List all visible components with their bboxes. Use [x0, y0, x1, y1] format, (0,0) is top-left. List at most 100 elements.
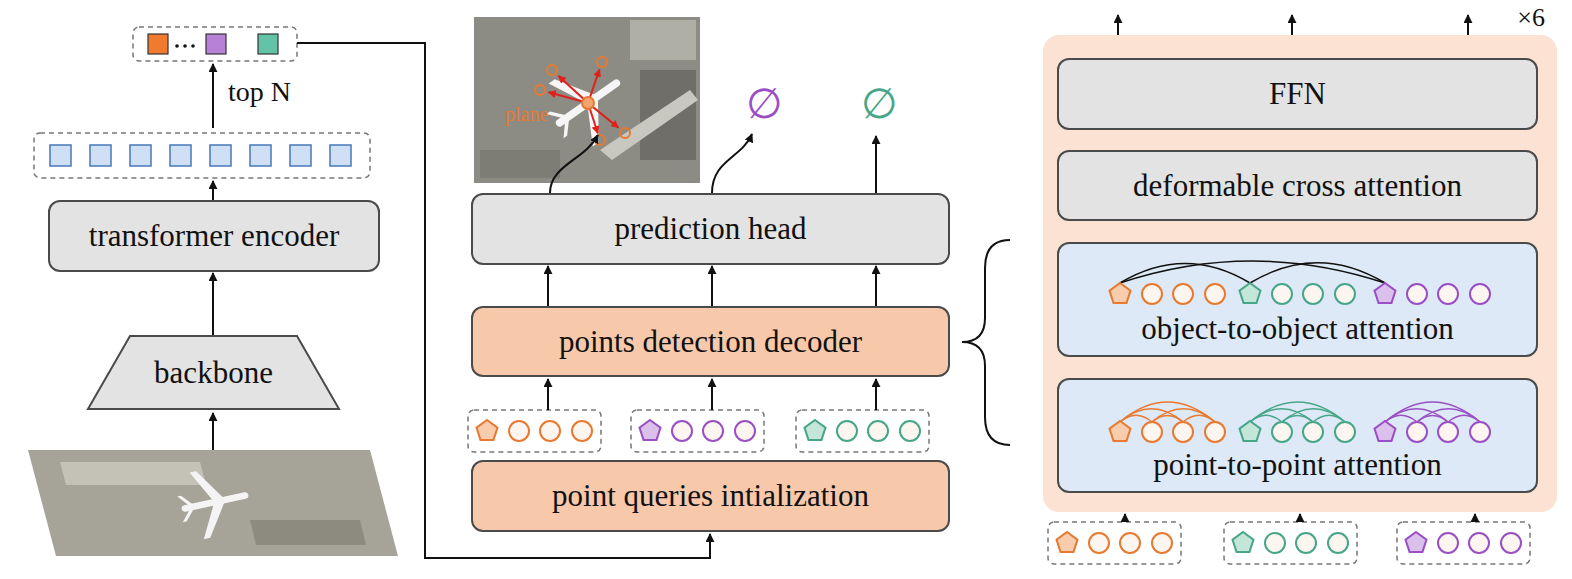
keypoint	[535, 85, 545, 95]
query-group-box	[1397, 522, 1530, 564]
attention-arc	[1120, 261, 1385, 283]
query-pentagon	[1375, 283, 1396, 303]
query-circle	[735, 421, 755, 441]
token-row-box	[133, 27, 297, 61]
query-circle	[572, 421, 592, 441]
query-circle	[1265, 533, 1285, 553]
apron	[250, 520, 366, 545]
token-square	[50, 145, 71, 166]
apron	[480, 150, 560, 178]
query-circle	[1501, 533, 1521, 553]
query-circle	[1089, 533, 1109, 553]
plane-tail	[556, 119, 576, 138]
box-label: deformable cross attention	[1133, 168, 1462, 204]
step-label: top N	[228, 76, 291, 107]
terminal-building	[60, 462, 206, 485]
query-circle	[1335, 422, 1355, 442]
box-label: point queries intialization	[552, 478, 869, 514]
query-circle	[1438, 533, 1458, 553]
arrow	[875, 379, 877, 410]
query-circle	[1152, 533, 1172, 553]
init-box: point queries intialization	[471, 460, 950, 532]
label-holder: ∅	[861, 80, 898, 128]
decoder-box: points detection decoder	[471, 306, 950, 377]
token-square	[170, 145, 191, 166]
query-pentagon	[1057, 532, 1078, 552]
ellipsis-dot	[183, 44, 187, 48]
query-pentagon	[1110, 283, 1131, 303]
decoder-layer-panel: ×6FFNdeformable cross attentionobject-to…	[1043, 35, 1557, 512]
query-circle	[1303, 422, 1323, 442]
query-circle	[900, 421, 920, 441]
arrow	[1117, 15, 1119, 35]
plane-figure	[533, 49, 642, 157]
keypoint	[620, 128, 630, 138]
query-circle	[509, 421, 529, 441]
attention-arc	[1448, 415, 1480, 422]
box-label: point-to-point attention	[1153, 447, 1441, 483]
terminal-building	[630, 20, 696, 60]
arrow	[875, 136, 877, 193]
arrow	[1124, 514, 1126, 520]
query-circle	[1205, 422, 1225, 442]
token-row-box	[34, 133, 370, 178]
arrow-connector	[547, 266, 549, 306]
token-square	[290, 145, 311, 166]
attention-arc	[1313, 415, 1345, 422]
query-circle	[1470, 422, 1490, 442]
arrow	[711, 379, 713, 410]
query-pentagon	[805, 420, 826, 440]
arrow	[212, 64, 214, 128]
query-circle	[1335, 284, 1355, 304]
arrow-connector	[212, 273, 214, 335]
token-square	[250, 145, 271, 166]
query-circle	[1407, 422, 1427, 442]
plane-tail	[180, 509, 196, 523]
box-label: FFN	[1269, 76, 1326, 112]
token-square	[206, 34, 226, 54]
attention-arc	[1385, 402, 1480, 422]
encoder-box: transformer encoder	[48, 200, 380, 272]
arrow	[1467, 15, 1469, 35]
query-circle	[1303, 284, 1323, 304]
box-label: backbone	[154, 355, 273, 391]
trapezoid-shape	[88, 336, 339, 409]
query-circle	[1142, 284, 1162, 304]
ellipsis-dot	[175, 44, 179, 48]
plane-tail	[546, 105, 566, 124]
query-circle	[1438, 284, 1458, 304]
query-circle	[1328, 533, 1348, 553]
query-circle	[837, 421, 857, 441]
arrow	[1291, 15, 1293, 35]
plane-figure	[173, 462, 256, 543]
query-circle	[1173, 284, 1193, 304]
token-square	[90, 145, 111, 166]
bracket	[962, 240, 1010, 445]
arrow	[550, 135, 598, 193]
attention-arc	[1152, 409, 1215, 422]
query-group-box	[468, 410, 601, 452]
query-circle	[1205, 284, 1225, 304]
empty-set-symbol: ∅	[746, 81, 783, 127]
query-group-box	[631, 410, 764, 452]
ffn-box: FFN	[1057, 58, 1538, 130]
query-circle	[868, 421, 888, 441]
query-circle	[1296, 533, 1316, 553]
query-pentagon	[1110, 421, 1131, 441]
keypoint	[547, 65, 557, 75]
backbone-trapezoid: backbone	[87, 335, 340, 410]
plane-wing	[190, 467, 223, 503]
query-pentagon	[1406, 532, 1427, 552]
query-group-box	[1224, 522, 1357, 564]
query-pentagon	[1240, 421, 1261, 441]
box-label: points detection decoder	[559, 324, 862, 360]
query-circle	[1142, 422, 1162, 442]
output-image	[474, 17, 700, 183]
query-circle	[1272, 284, 1292, 304]
query-pentagon	[1233, 532, 1254, 552]
query-group-box	[796, 410, 929, 452]
attention-arc	[1250, 402, 1345, 422]
token-square	[330, 145, 351, 166]
label-holder: ∅	[746, 80, 783, 128]
